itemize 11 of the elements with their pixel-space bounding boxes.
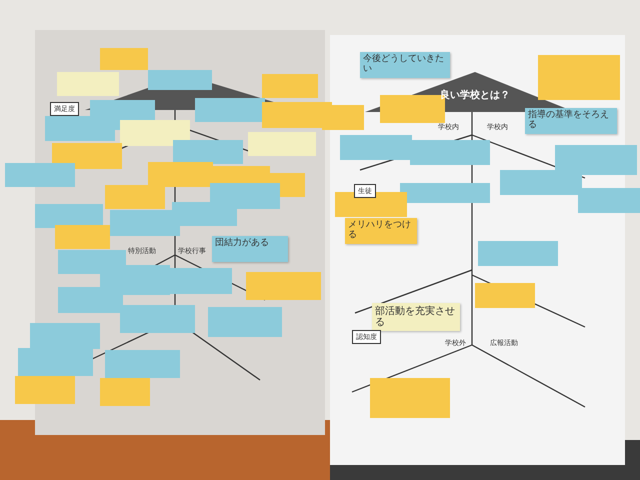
sticky-note <box>212 236 288 262</box>
note-text: 今後どうしていきたい <box>363 54 444 74</box>
sticky-note <box>345 218 417 244</box>
note-text: 指導の基準をそろえる <box>528 110 609 130</box>
note-text: 部活動を充実させる <box>375 306 455 328</box>
note-text: 団結力がある <box>215 238 269 248</box>
sticky-note <box>525 108 617 134</box>
sticky-note <box>372 303 460 331</box>
note-text: メリハリをつける <box>348 220 411 240</box>
sticky-note <box>360 52 450 78</box>
fishbone-head-title: 良い学校とは？ <box>440 90 510 101</box>
